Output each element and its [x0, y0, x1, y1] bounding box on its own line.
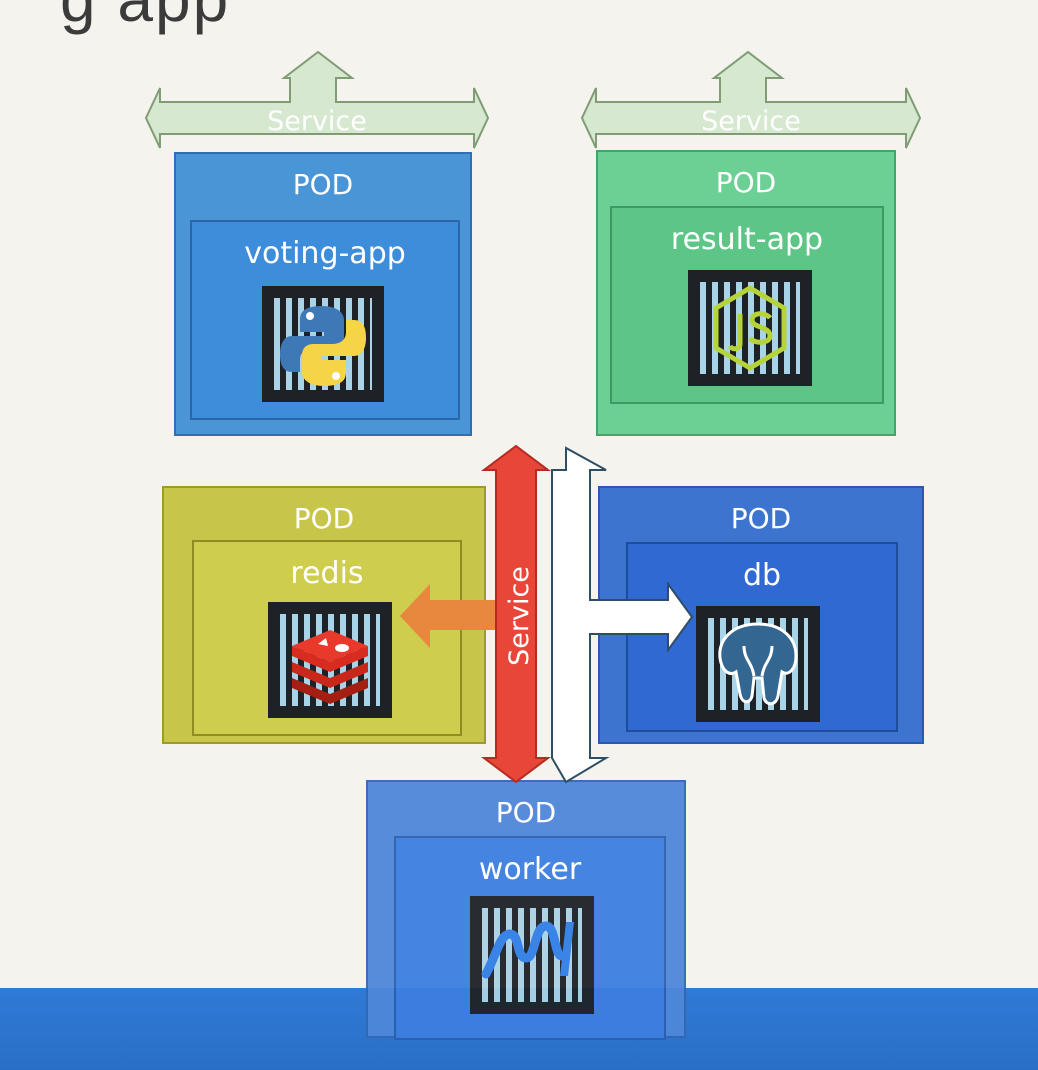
pod-label: POD — [715, 166, 777, 199]
dotnet-logo-icon — [481, 921, 574, 979]
worker-to-db-arrow — [551, 446, 694, 784]
container-image-icon — [688, 270, 812, 386]
container-voting-app: voting-app — [190, 220, 460, 420]
container-image-icon — [696, 606, 820, 722]
pod-worker: POD worker — [366, 780, 686, 1040]
container-image-icon — [262, 286, 384, 402]
service-label: Service — [267, 106, 367, 137]
pod-label: POD — [495, 796, 557, 829]
pod-voting-app: POD voting-app — [174, 152, 472, 436]
pod-result-app: POD result-app — [596, 150, 896, 436]
pod-redis: POD redis — [162, 486, 486, 744]
pod-label: POD — [730, 502, 792, 535]
service-label: Service — [504, 566, 535, 666]
slide-title-fragment: g app — [60, 0, 230, 36]
service-to-redis-arrow — [400, 584, 500, 648]
pod-label: POD — [292, 168, 354, 201]
python-logo-icon — [280, 306, 366, 386]
nodejs-logo-icon — [713, 285, 787, 371]
container-redis: redis — [192, 540, 462, 736]
app-label-worker: worker — [478, 852, 582, 887]
app-label-db: db — [742, 558, 782, 593]
pod-label: POD — [293, 502, 355, 535]
service-arrow-backend: Service — [481, 444, 551, 784]
container-result-app: result-app — [610, 206, 884, 404]
redis-logo-icon — [292, 630, 368, 704]
container-image-icon — [470, 896, 594, 1014]
container-worker: worker — [394, 836, 666, 1040]
service-label: Service — [701, 106, 801, 137]
app-label-result-app: result-app — [670, 222, 824, 257]
service-arrow-result: Service — [580, 50, 922, 149]
app-label-redis: redis — [290, 556, 364, 591]
app-label-voting-app: voting-app — [244, 236, 406, 271]
container-image-icon — [268, 602, 392, 718]
postgresql-logo-icon — [718, 622, 798, 706]
service-arrow-voting: Service — [144, 50, 490, 149]
